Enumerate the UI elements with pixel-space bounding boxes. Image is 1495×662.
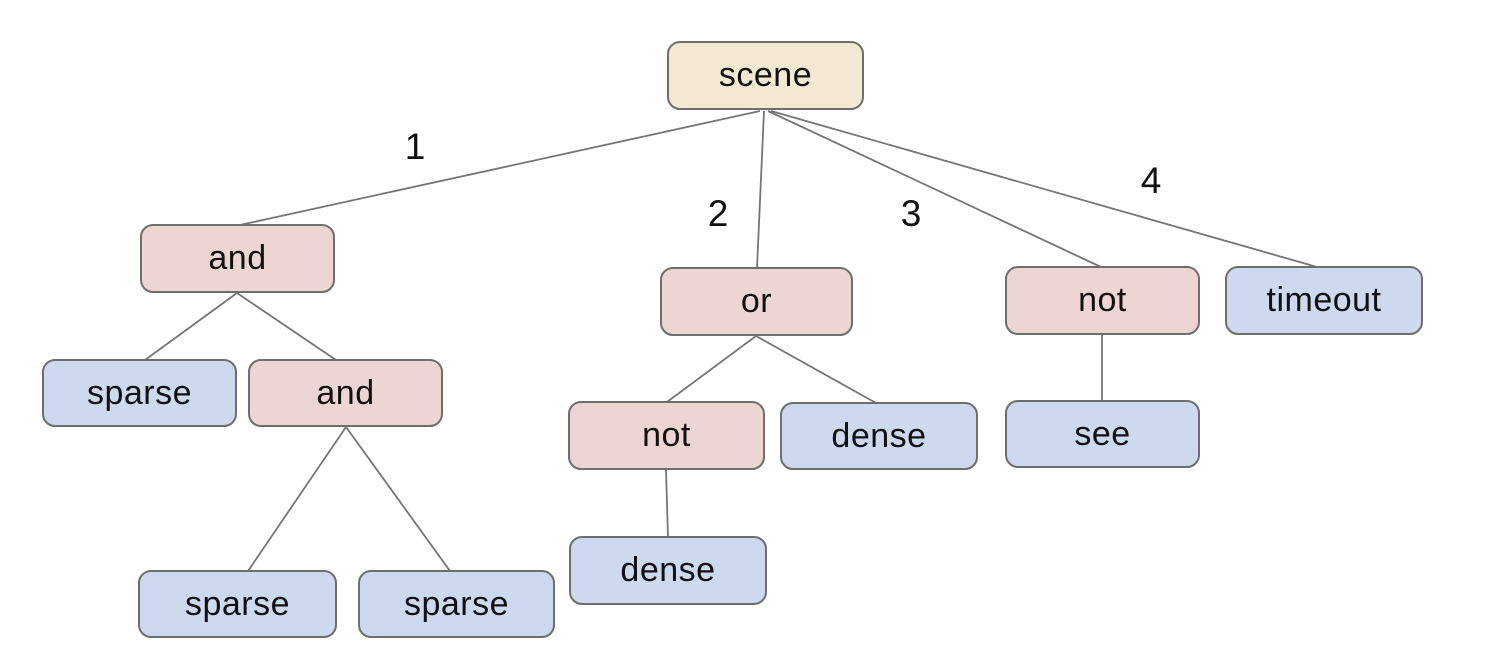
node-see: see [1005, 400, 1200, 468]
node-and-2: and [248, 359, 443, 427]
node-and-1: and [140, 224, 335, 293]
edge-and-sparse [144, 292, 238, 361]
branch-label-4: 4 [1140, 160, 1162, 201]
edge-scene-and [239, 110, 761, 226]
edge-and2-sparse2 [247, 426, 347, 572]
edge-scene-not [767, 110, 1102, 268]
branch-label-2: 2 [707, 193, 729, 234]
branch-label-1: 1 [404, 126, 426, 167]
node-timeout: timeout [1225, 266, 1423, 335]
edge-and2-sparse3 [345, 426, 451, 572]
node-or: or [660, 267, 853, 336]
node-sparse-1: sparse [42, 359, 237, 427]
edge-scene-or [756, 110, 765, 269]
node-dense-1: dense [780, 402, 978, 470]
node-not-1: not [1005, 266, 1200, 335]
edge-or-not2 [666, 335, 757, 403]
edge-scene-timeout [770, 110, 1318, 268]
node-dense-2: dense [569, 536, 767, 605]
branch-label-3: 3 [900, 193, 922, 234]
node-sparse-3: sparse [358, 570, 555, 638]
node-sparse-2: sparse [138, 570, 337, 638]
node-not-2: not [568, 401, 765, 470]
edge-or-dense [755, 335, 877, 404]
edge-and-and [236, 292, 337, 361]
node-scene: scene [667, 41, 864, 110]
edge-not2-dense2 [665, 469, 669, 538]
